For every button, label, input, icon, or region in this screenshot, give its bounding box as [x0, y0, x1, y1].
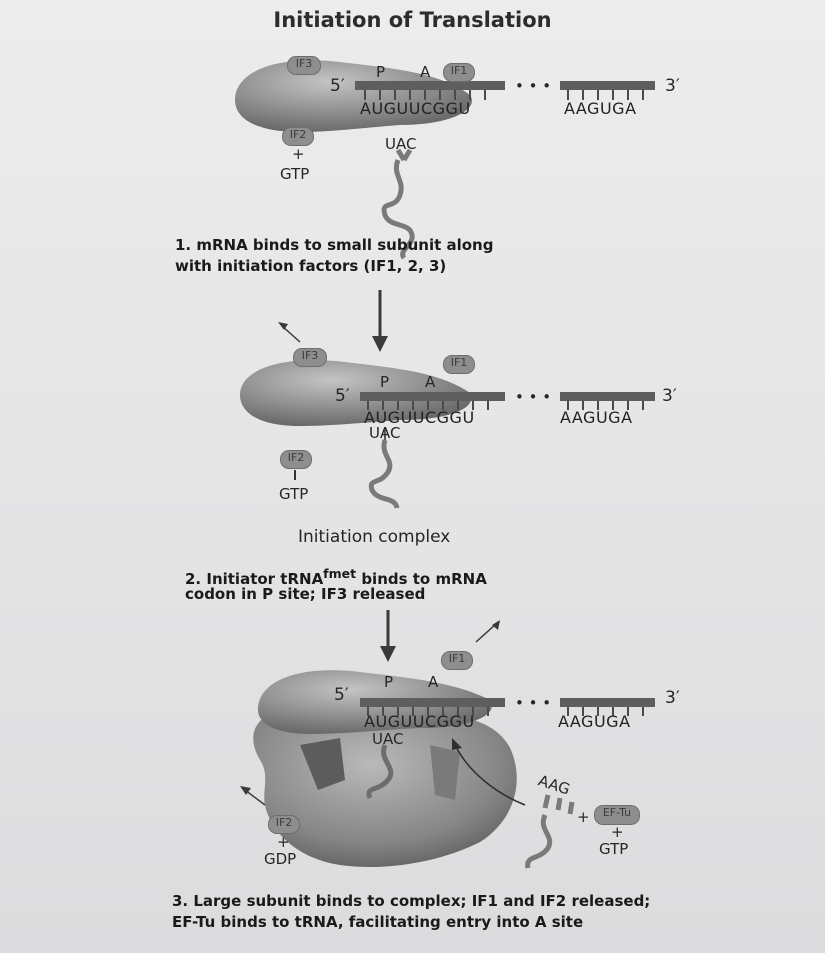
dots-step2: • • • — [515, 388, 551, 406]
if2-factor-step3: IF2 — [268, 815, 300, 834]
step2-caption-superscript: fmet — [323, 566, 356, 581]
dots-step1: • • • — [515, 77, 551, 95]
five-prime-step3: 5′ — [334, 685, 349, 705]
three-prime-step1: 3′ — [665, 76, 680, 96]
gdp-step3: GDP — [264, 850, 296, 868]
plus-step3-eftu-lead: + — [577, 808, 590, 826]
if2-factor-step2: IF2 — [280, 450, 312, 469]
a-site-step1: A — [420, 63, 430, 81]
a-site-step2: A — [425, 373, 435, 391]
codons-left-step1: AUGUUCGGU — [360, 99, 471, 118]
codons-right-step2: AAGUGA — [560, 408, 633, 427]
five-prime-step2: 5′ — [335, 386, 350, 406]
anticodon-step2: UAC — [369, 424, 400, 442]
plus-step3-if2: + — [277, 833, 290, 851]
if1-factor-step1: IF1 — [443, 63, 475, 82]
step1-caption-line2: with initiation factors (IF1, 2, 3) — [175, 256, 446, 277]
step1-small-subunit — [235, 60, 472, 132]
page-title: Initiation of Translation — [0, 8, 825, 32]
eftu-factor: EF-Tu — [594, 805, 640, 825]
a-site-step3: A — [428, 673, 438, 691]
if3-factor-step2: IF3 — [293, 348, 327, 367]
plus-step3-eftu: + — [611, 823, 624, 841]
anticodon-step1: UAC — [385, 135, 416, 153]
step3-caption-line2: EF-Tu binds to tRNA, facilitating entry … — [172, 912, 583, 933]
p-site-step3: P — [384, 673, 393, 691]
if1-factor-step3: IF1 — [441, 651, 473, 670]
step3-caption-line1: 3. Large subunit binds to complex; IF1 a… — [172, 891, 650, 912]
p-site-step1: P — [376, 63, 385, 81]
anticodon-step3-initiator: UAC — [372, 730, 403, 748]
arrow-if2-release — [240, 786, 265, 805]
arrow-down-1 — [372, 290, 388, 352]
gtp-step2: GTP — [279, 485, 308, 503]
three-prime-step2: 3′ — [662, 386, 677, 406]
arrow-if1-release — [476, 620, 500, 642]
step3-incoming-trna — [528, 795, 572, 868]
five-prime-step1: 5′ — [330, 76, 345, 96]
if3-factor-step1: IF3 — [287, 56, 321, 75]
if2-factor-step1: IF2 — [282, 127, 314, 146]
step2-caption-line2: codon in P site; IF3 released — [185, 584, 425, 605]
if1-factor-step2: IF1 — [443, 355, 475, 374]
arrow-if3-release — [278, 322, 300, 342]
codons-right-step1: AAGUGA — [564, 99, 637, 118]
arrow-down-2 — [380, 610, 396, 662]
codons-right-step3: AAGUGA — [558, 712, 631, 731]
codons-left-step3: AUGUUCGGU — [364, 712, 475, 731]
initiation-complex-label: Initiation complex — [298, 527, 450, 547]
p-site-step2: P — [380, 373, 389, 391]
three-prime-step3: 3′ — [665, 688, 680, 708]
dots-step3: • • • — [515, 694, 551, 712]
step1-caption-line1: 1. mRNA binds to small subunit along — [175, 235, 493, 256]
plus-step1: + — [292, 145, 305, 163]
gtp-step1: GTP — [280, 165, 309, 183]
gtp-step3: GTP — [599, 840, 628, 858]
